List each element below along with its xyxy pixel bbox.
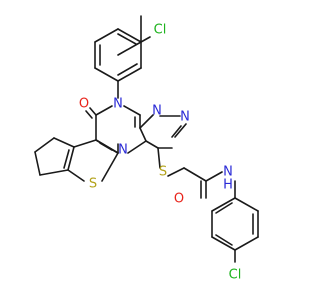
nitrogen-atom-label: N bbox=[113, 97, 123, 112]
nitrogen-atom-label: N bbox=[152, 104, 162, 119]
nitrogen-atom-label: N bbox=[180, 110, 190, 125]
bond-inner bbox=[171, 125, 182, 138]
bond-inner bbox=[63, 149, 70, 169]
bond bbox=[205, 171, 223, 182]
bond-to-cl bbox=[140, 36, 151, 43]
hydrogen-atom-label: H bbox=[223, 178, 233, 193]
bond bbox=[117, 41, 142, 56]
bond bbox=[157, 147, 161, 169]
bond bbox=[34, 137, 55, 153]
bond bbox=[95, 105, 113, 116]
bond-inner bbox=[117, 63, 138, 76]
bond-inner bbox=[117, 33, 137, 45]
bond bbox=[127, 140, 147, 154]
bond bbox=[94, 67, 119, 82]
bond bbox=[117, 67, 142, 82]
bond bbox=[145, 140, 159, 149]
bond-lines bbox=[34, 15, 259, 263]
nitrogen-atom-label: N bbox=[223, 165, 233, 180]
bond-inner bbox=[99, 142, 113, 151]
bond bbox=[94, 28, 119, 43]
bond bbox=[53, 137, 75, 148]
bond bbox=[67, 169, 85, 182]
sulfur-atom-label: S bbox=[89, 177, 97, 192]
bond bbox=[123, 105, 141, 116]
nitrogen-atom-label: N bbox=[118, 143, 128, 158]
sulfur-atom-label: S bbox=[159, 165, 167, 180]
atom-labels: Cl O N N N N S S O N H Cl bbox=[79, 23, 241, 283]
bond-co bbox=[89, 107, 97, 116]
bond bbox=[39, 169, 69, 176]
bond bbox=[139, 114, 154, 129]
bond bbox=[67, 146, 75, 171]
bond bbox=[117, 28, 142, 43]
molecule-canvas: Cl O N N N N S S O N H Cl bbox=[34, 15, 259, 283]
oxygen-atom-label: O bbox=[79, 97, 89, 112]
bond bbox=[174, 123, 187, 138]
bond bbox=[73, 139, 97, 148]
bond bbox=[183, 167, 207, 182]
chlorine-atom-label: Cl bbox=[229, 268, 242, 283]
bond bbox=[167, 167, 185, 177]
bond bbox=[211, 236, 236, 251]
chlorine-atom-label: Cl bbox=[154, 23, 167, 38]
bond bbox=[211, 197, 236, 212]
bond-co bbox=[85, 110, 93, 119]
bond bbox=[139, 127, 147, 142]
bond bbox=[101, 152, 119, 182]
bond bbox=[234, 236, 259, 251]
bond-inner bbox=[215, 202, 233, 214]
molecule-structure: Cl O N N N N S S O N H Cl bbox=[34, 15, 259, 283]
oxygen-atom-label: O bbox=[174, 192, 184, 207]
bond-inner bbox=[215, 234, 233, 246]
bond bbox=[234, 197, 259, 212]
bond bbox=[34, 151, 41, 176]
